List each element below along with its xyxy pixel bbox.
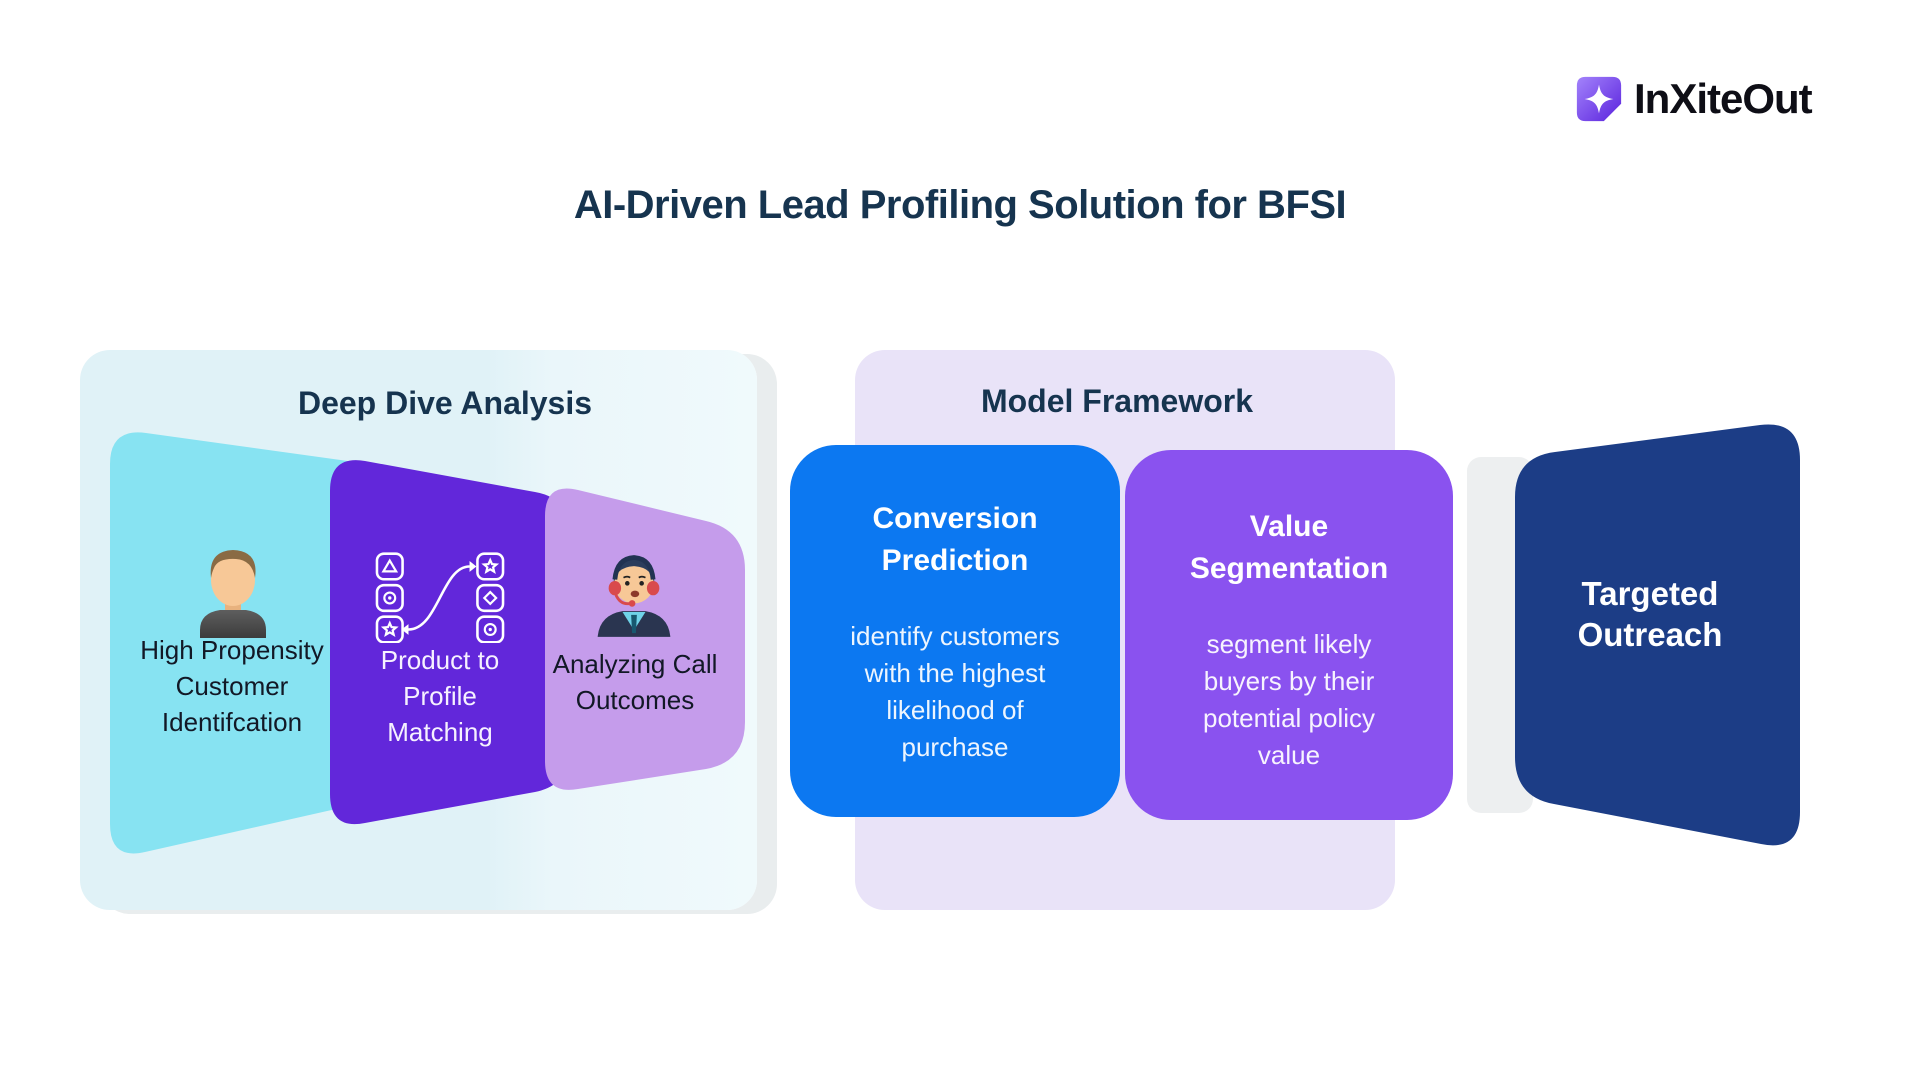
- funnel-step-call-outcomes: [545, 488, 745, 790]
- card-body-line: identify customers: [850, 621, 1060, 651]
- card-body: segment likely buyers by their potential…: [1179, 626, 1399, 774]
- step-label-line: Matching: [387, 717, 493, 747]
- card-body: identify customers with the highest like…: [830, 618, 1080, 766]
- card-body-line: likelihood of: [886, 695, 1024, 725]
- card-title-line: Prediction: [881, 544, 1029, 577]
- step-label-line: Analyzing Call: [552, 649, 718, 679]
- step-label-product-matching: Product to Profile Matching: [381, 642, 500, 750]
- card-body-line: value: [1257, 740, 1321, 770]
- brand-name: InXiteOut: [1634, 75, 1813, 122]
- card-title-line: Segmentation: [1189, 552, 1389, 585]
- card-body-line: with the highest: [864, 658, 1046, 688]
- inxiteout-logo-icon: [1576, 76, 1622, 122]
- card-body-line: potential policy: [1203, 703, 1375, 733]
- step-label-line: Profile: [403, 681, 477, 711]
- card-title-line: Conversion: [872, 502, 1038, 535]
- model-framework-heading: Model Framework: [980, 383, 1254, 419]
- value-segmentation-card: Value Segmentation segment likely buyers…: [1125, 450, 1453, 820]
- conversion-prediction-card: Conversion Prediction identify customers…: [790, 445, 1120, 817]
- targeted-outreach-shape: [1515, 424, 1800, 846]
- card-body-line: buyers by their: [1203, 666, 1375, 696]
- card-title: Value Segmentation: [1125, 506, 1453, 590]
- outcome-label-line: Targeted: [1581, 575, 1719, 612]
- step-label-line: Outcomes: [575, 685, 695, 715]
- brand-logo: InXiteOut: [1574, 73, 1874, 125]
- step-label-high-propensity: High Propensity Customer Identifcation: [140, 632, 324, 740]
- deep-dive-heading: Deep Dive Analysis: [297, 385, 593, 421]
- page-title: AI-Driven Lead Profiling Solution for BF…: [573, 183, 1347, 227]
- card-title: Conversion Prediction: [790, 498, 1120, 582]
- step-label-line: High Propensity: [140, 635, 324, 665]
- card-title-line: Value: [1249, 510, 1329, 543]
- step-label-call-outcomes: Analyzing Call Outcomes: [553, 646, 718, 718]
- step-label-line: Customer: [175, 671, 289, 701]
- card-body-line: segment likely: [1206, 629, 1372, 659]
- card-body-line: purchase: [901, 732, 1009, 762]
- step-label-line: Identifcation: [161, 707, 303, 737]
- funnel-step-product-matching: [330, 460, 570, 825]
- step-label-line: Product to: [380, 645, 500, 675]
- targeted-outreach-label: Targeted Outreach: [1540, 573, 1760, 655]
- outcome-label-line: Outreach: [1577, 616, 1723, 653]
